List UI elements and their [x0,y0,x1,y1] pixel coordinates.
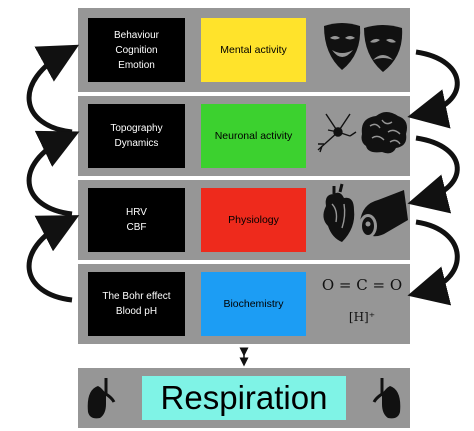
brain-icon [361,112,407,154]
arrow-right-3 [407,219,460,306]
lung-left-icon [87,378,116,419]
neuron-icon [317,113,357,153]
tragedy-mask-icon [364,25,403,72]
heart-vessel-icons [323,183,408,242]
level-box-neuronal-activity: Neuronal activity [201,104,306,168]
respiration-box: Respiration [142,376,346,420]
heart-icon [323,183,355,242]
arrow-left-2 [26,130,80,217]
blood-vessel-icon [359,190,408,238]
level-panel-physiology: HRV CBF Physiology [78,180,410,260]
level-panel-biochemistry: The Bohr effect Blood pH Biochemistry O … [78,264,410,344]
level-descriptor: HRV CBF [88,188,185,252]
arrow-left-1 [26,44,80,135]
respiration-panel: Respiration [78,368,410,428]
level-panel-neuronal: Topography Dynamics Neuronal activity [78,96,410,176]
level-box-mental-activity: Mental activity [201,18,306,82]
hydrogen-ion-formula: [H]⁺ [348,310,376,324]
level-descriptor: The Bohr effect Blood pH [88,272,185,336]
arrow-right-2 [407,135,460,214]
level-box-physiology: Physiology [201,188,306,252]
theatre-masks-icon [324,23,403,72]
arrow-right-1 [407,49,460,129]
arrow-left-3 [26,215,80,303]
level-descriptor: Topography Dynamics [88,104,185,168]
lung-right-icon [372,378,401,419]
level-descriptor: Behaviour Cognition Emotion [88,18,185,82]
level-box-biochemistry: Biochemistry [201,272,306,336]
comedy-mask-icon [324,23,361,70]
level-panel-mental: Behaviour Cognition Emotion Mental activ… [78,8,410,92]
co2-formula: O = C = O [321,276,403,294]
neuron-brain-icons [317,112,407,154]
